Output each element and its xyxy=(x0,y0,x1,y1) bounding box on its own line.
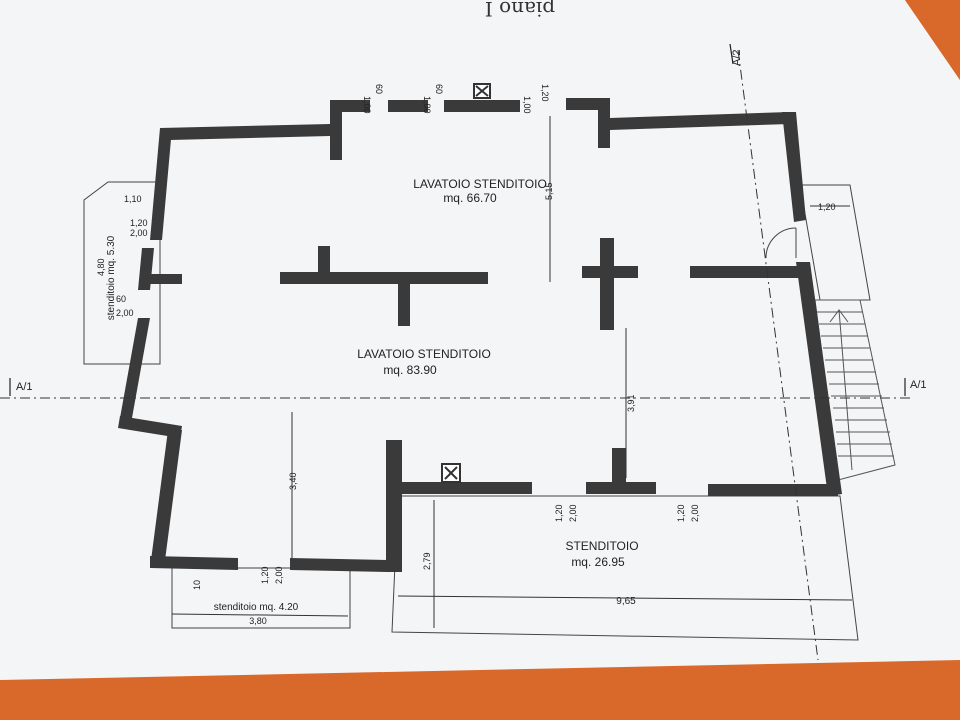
dim-bot-1-20-a: 1,20 xyxy=(554,504,564,522)
wall-bottom-seg-c xyxy=(708,484,838,496)
room-1-name: LAVATOIO STENDITOIO xyxy=(413,177,547,191)
partition-left-door xyxy=(148,274,182,284)
partition-left xyxy=(280,272,488,284)
wall-top-step xyxy=(330,100,370,160)
room-3-name: STENDITOIO xyxy=(565,539,638,553)
door-swing xyxy=(765,227,797,259)
walls xyxy=(118,98,842,572)
wall-bottom-left-a xyxy=(150,556,238,570)
section-label-a1-left: A/1 xyxy=(16,381,33,393)
room-1-area: mq. 66.70 xyxy=(443,191,497,205)
dim-top-60-a: 60 xyxy=(374,84,384,94)
dim-2-00-left: 2,00 xyxy=(130,228,148,238)
section-label-a1-right: A/1 xyxy=(910,379,927,391)
section-marks xyxy=(9,43,906,396)
dim-1-20-right: 1,20 xyxy=(818,202,836,212)
dim-top-1-20-c: 1,20 xyxy=(540,84,550,102)
room-2-name: LAVATOIO STENDITOIO xyxy=(357,347,491,361)
wall-top-right xyxy=(610,112,790,130)
wall-left-upper xyxy=(150,128,172,240)
wall-bottom-left-b xyxy=(290,558,388,572)
wall-top-left xyxy=(160,124,330,140)
partition-left-stub xyxy=(318,246,330,276)
dim-top-1-00-b: 1,00 xyxy=(422,96,432,114)
dim-4-80-left: 4,80 xyxy=(96,258,106,276)
dim-bot-10: 10 xyxy=(192,580,202,590)
dim-3-80: 3,80 xyxy=(249,616,267,626)
dim-bot-2-00-c: 2,00 xyxy=(274,566,284,584)
right-landing-outline xyxy=(799,184,871,301)
dim-bot-2-00-a: 2,00 xyxy=(568,504,578,522)
dim-top-1-00-a: 1,00 xyxy=(362,96,372,114)
background-corner xyxy=(905,0,960,80)
left-balcony-label: stenditoio mq. 5.30 xyxy=(106,235,117,320)
dim-1-10-left: 1,10 xyxy=(124,194,142,204)
dim-bot-2-00-b: 2,00 xyxy=(690,504,700,522)
wall-left-jog xyxy=(118,416,182,438)
dim-1-20-left: 1,20 xyxy=(130,218,148,228)
dim-5-15: 5,15 xyxy=(544,182,554,200)
stairs xyxy=(814,299,896,481)
dim-3-91: 3,91 xyxy=(626,394,636,412)
balcony-outlines xyxy=(83,181,871,641)
bottom-balcony-label: stenditoio mq. 4.20 xyxy=(214,602,299,613)
section-label-a2: A/2 xyxy=(731,49,743,66)
wall-top-right-drop xyxy=(598,98,610,148)
dim-top-1-00-c: 1,00 xyxy=(522,96,532,114)
partition-right xyxy=(690,266,800,278)
wall-top-seg-a xyxy=(388,100,428,112)
dim-bot-1-20-c: 1,20 xyxy=(260,566,270,584)
dim-60-left: 60 xyxy=(116,294,126,304)
dim-2-00-left-b: 2,00 xyxy=(116,308,134,318)
dim-top-60-b: 60 xyxy=(434,84,444,94)
left-balcony-outline xyxy=(83,181,161,365)
ducts xyxy=(441,83,491,483)
paper-sheet xyxy=(0,0,960,680)
wall-inner-drop xyxy=(386,440,402,572)
dim-2-79: 2,79 xyxy=(422,552,432,570)
room-3-area: mq. 26.95 xyxy=(571,555,625,569)
wall-left-bottom xyxy=(150,430,182,568)
wall-bottom-seg-a xyxy=(400,482,532,494)
bottom-terrace-outline xyxy=(391,495,859,641)
dimension-lines xyxy=(171,116,853,628)
room-2-area: mq. 83.90 xyxy=(383,363,437,377)
dim-3-40: 3,40 xyxy=(288,472,298,490)
section-lines xyxy=(0,49,910,661)
wall-bottom-stub xyxy=(612,448,626,488)
partition-left-drop xyxy=(398,280,410,326)
wall-right-upper xyxy=(782,112,806,222)
dim-bot-1-20-b: 1,20 xyxy=(676,504,686,522)
partition-cross-v xyxy=(600,238,614,330)
handwritten-title: piano I xyxy=(485,0,555,21)
wall-left-lower xyxy=(120,318,150,418)
wall-top-seg-b xyxy=(444,100,520,112)
dim-9-65: 9,65 xyxy=(616,596,636,607)
wall-right-lower xyxy=(796,262,842,496)
